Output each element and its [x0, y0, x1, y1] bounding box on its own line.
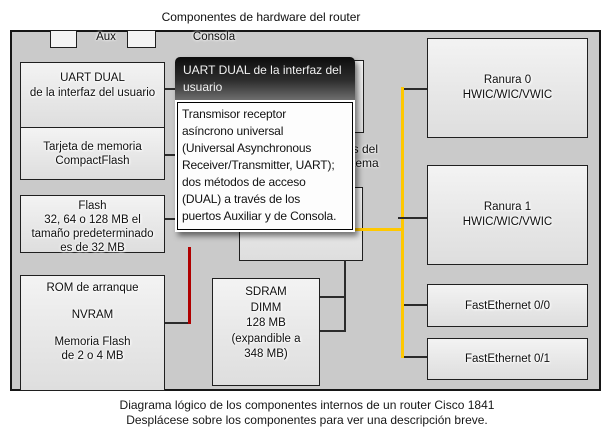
- component-flash[interactable]: Flash 32, 64 o 128 MB el tamaño predeter…: [20, 195, 165, 254]
- rom-connector-line: [165, 322, 191, 324]
- fastethernet00-stub-line: [404, 304, 427, 306]
- caption-line1: Diagrama lógico de los componentes inter…: [119, 398, 495, 412]
- console-port-label: Consola: [192, 31, 236, 43]
- tooltip-title: UART DUAL de la interfaz del usuario: [175, 57, 355, 100]
- component-fastethernet-0-0[interactable]: FastEthernet 0/0: [427, 284, 588, 327]
- component-sdram-dimm[interactable]: SDRAM DIMM 128 MB (expandible a 348 MB): [212, 278, 320, 386]
- aux-port-label: Aux: [96, 31, 116, 43]
- system-bus-branch-line: [354, 228, 402, 231]
- rom-cpu-link-line: [188, 247, 191, 324]
- sdram-branch-top-line: [320, 296, 346, 298]
- system-bus-line: [401, 87, 404, 358]
- slot1-stub-line: [398, 217, 427, 219]
- sdram-branch-bottom-line: [320, 330, 346, 332]
- component-uart-dual[interactable]: UART DUAL de la interfaz del usuario: [20, 62, 165, 128]
- slot0-stub-line: [404, 88, 427, 90]
- component-slot0[interactable]: Ranura 0 HWIC/WIC/VWIC: [427, 38, 588, 138]
- page-title: Componentes de hardware del router: [161, 10, 361, 24]
- console-port-box[interactable]: [127, 30, 156, 48]
- component-fastethernet-0-1[interactable]: FastEthernet 0/1: [427, 338, 588, 380]
- tooltip-description: Transmisor receptor asíncrono universal …: [177, 102, 353, 230]
- caption-line2: Desplácese sobre los componentes para ve…: [126, 413, 488, 427]
- component-boot-rom-nvram[interactable]: ROM de arranque NVRAM Memoria Flash de 2…: [20, 275, 165, 391]
- component-compactflash[interactable]: Tarjeta de memoria CompactFlash: [20, 127, 165, 180]
- fastethernet01-stub-line: [404, 356, 427, 358]
- component-slot1[interactable]: Ranura 1 HWIC/WIC/VWIC: [427, 165, 588, 265]
- tooltip: UART DUAL de la interfaz del usuario Tra…: [175, 57, 355, 232]
- aux-port-box[interactable]: [50, 30, 77, 48]
